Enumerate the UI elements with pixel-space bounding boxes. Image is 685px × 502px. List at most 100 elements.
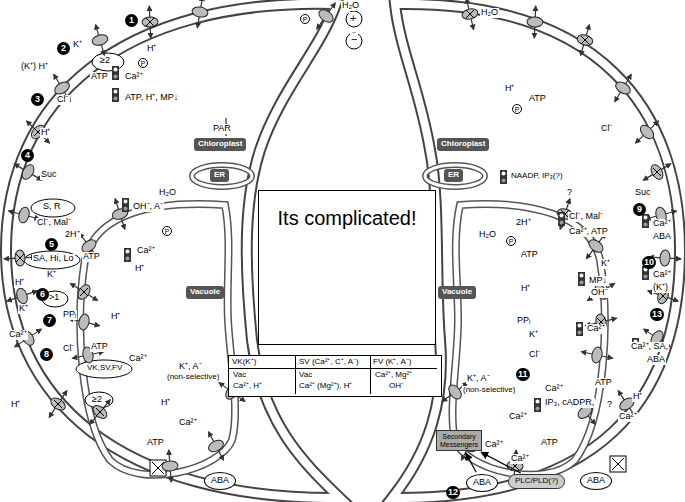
flux-arrow <box>586 233 605 259</box>
cell-walls <box>6 4 680 498</box>
node-text: Ca²⁺, H⁺ <box>233 381 262 391</box>
hormone-oval: ABA <box>466 474 498 492</box>
indicator-dot <box>580 274 584 278</box>
channel-cross <box>653 168 661 176</box>
channel-symbol <box>53 80 72 97</box>
ion-label: Ca²⁺ <box>586 324 606 334</box>
ion-label: K⁺ <box>18 304 29 314</box>
ion-label: ≥2 <box>99 56 111 66</box>
channel-symbol <box>191 6 208 19</box>
callout-number: 12 <box>446 486 460 499</box>
callout-number: 10 <box>642 256 656 269</box>
indicator-dot <box>114 90 118 94</box>
indicator-dot <box>560 214 564 218</box>
node-text: Its complicated! <box>259 207 435 230</box>
ion-label: Ca²⁺ <box>8 330 28 340</box>
channel-symbol <box>162 460 179 471</box>
organelle-label: Vacuole <box>438 286 476 299</box>
node-text: Vac <box>299 370 312 380</box>
vacuolar-channel-table: VK(K⁺)SV (Ca²⁺, C⁺, A⁻)FV (K⁺, A⁻)VacCa²… <box>228 355 442 397</box>
indicator-dot <box>578 324 582 328</box>
ion-label: Ca²⁺ <box>544 384 564 394</box>
indicator-box <box>578 272 585 286</box>
channel-cross <box>466 10 474 18</box>
channel-symbol <box>461 7 479 20</box>
phosphorylation-mark: P <box>506 236 516 246</box>
indicator-dot <box>536 407 540 411</box>
channel-symbol <box>111 207 129 221</box>
channel-cross <box>659 292 667 300</box>
ion-label: (non-selective) <box>462 386 516 395</box>
channel-symbol <box>649 163 666 182</box>
ion-label: H₂O <box>341 1 360 11</box>
flux-arrow <box>70 283 97 300</box>
ion-label: Cl⁻ <box>528 350 542 360</box>
channel-cross <box>96 408 104 416</box>
right-er <box>425 165 485 187</box>
channel-symbol <box>576 33 594 47</box>
channel-symbol <box>142 17 158 28</box>
ion-label: Suc <box>40 170 58 180</box>
node-text: VK(K⁺) <box>232 357 256 367</box>
node-text: SV (Ca²⁺, C⁺, A⁻) <box>299 357 359 367</box>
ion-label: OH⁻ <box>590 288 609 298</box>
channel-symbol <box>91 33 109 47</box>
indicator-dot <box>114 68 118 72</box>
ion-label: H⁺ <box>40 128 52 138</box>
indicator-box <box>112 66 119 80</box>
organelle-label: Vacuole <box>186 286 224 299</box>
indicator-dot <box>126 250 130 254</box>
indicator-dot <box>578 331 582 335</box>
channel-symbol <box>17 206 31 224</box>
flux-arrow <box>317 3 336 29</box>
ion-label: ATP <box>594 378 613 388</box>
channel-symbol <box>20 163 37 182</box>
ion-label: PAR <box>212 124 232 134</box>
ion-label: H⁺ <box>146 44 158 54</box>
note-box: Its complicated! <box>258 190 436 345</box>
ion-label: Ca²⁺ <box>618 412 638 422</box>
ion-label: ATP <box>528 94 547 104</box>
node-text: Ca²⁺ (Mg²⁺), H⁺ <box>299 381 352 391</box>
ion-label: ATP <box>90 72 109 82</box>
ion-label: K⁺ <box>46 270 57 280</box>
indicator-box <box>534 398 541 412</box>
ion-label: ? <box>606 400 613 410</box>
phosphorylation-mark: P <box>300 14 310 24</box>
channel-cross <box>466 10 474 18</box>
indicator-dot <box>644 216 648 220</box>
ion-label: ATP <box>146 438 165 448</box>
ion-label: K⁺, A⁻ <box>178 362 203 372</box>
indicator-box <box>122 198 129 212</box>
indicator-dot <box>114 75 118 79</box>
ion-label: Ca²⁺ <box>508 412 528 422</box>
indicator-dot <box>502 179 506 183</box>
ion-label: Cl⁻, Mal⁻ <box>36 218 72 228</box>
messenger-box: Secondary Messengers <box>436 430 482 451</box>
ion-label: S, R <box>42 202 62 212</box>
ion-label: 2H⁺ <box>64 230 81 240</box>
indicator-box <box>500 170 507 184</box>
channel-cross <box>96 408 104 416</box>
ion-label: Cl⁻ <box>56 95 70 105</box>
enzyme-band: PLC/PLD(?) <box>508 474 565 489</box>
table-rule <box>229 368 437 369</box>
ion-label: Ca²⁺ <box>484 440 504 450</box>
indicator-box <box>558 212 565 226</box>
node-text: ER <box>448 171 459 180</box>
node-text: Secondary Messengers <box>439 433 479 448</box>
ion-label: Ca²⁺ <box>136 246 156 256</box>
indicator-dot <box>114 97 118 101</box>
ion-label: H⁺ <box>10 400 22 410</box>
channel-symbol <box>91 403 110 421</box>
ion-label: ABA <box>652 232 672 242</box>
ion-label: Ca²⁺ <box>124 72 144 82</box>
ion-label: H⁺ <box>504 84 516 94</box>
ion-label: K⁺ <box>72 40 83 50</box>
ion-label: IP₃, cADPR, <box>544 398 595 408</box>
channel-cross <box>653 168 661 176</box>
node-text: FV (K⁺, A⁻) <box>373 357 411 367</box>
channel-cross <box>80 288 88 296</box>
ion-label: − <box>350 33 358 45</box>
phosphorylation-mark: P <box>162 226 172 236</box>
